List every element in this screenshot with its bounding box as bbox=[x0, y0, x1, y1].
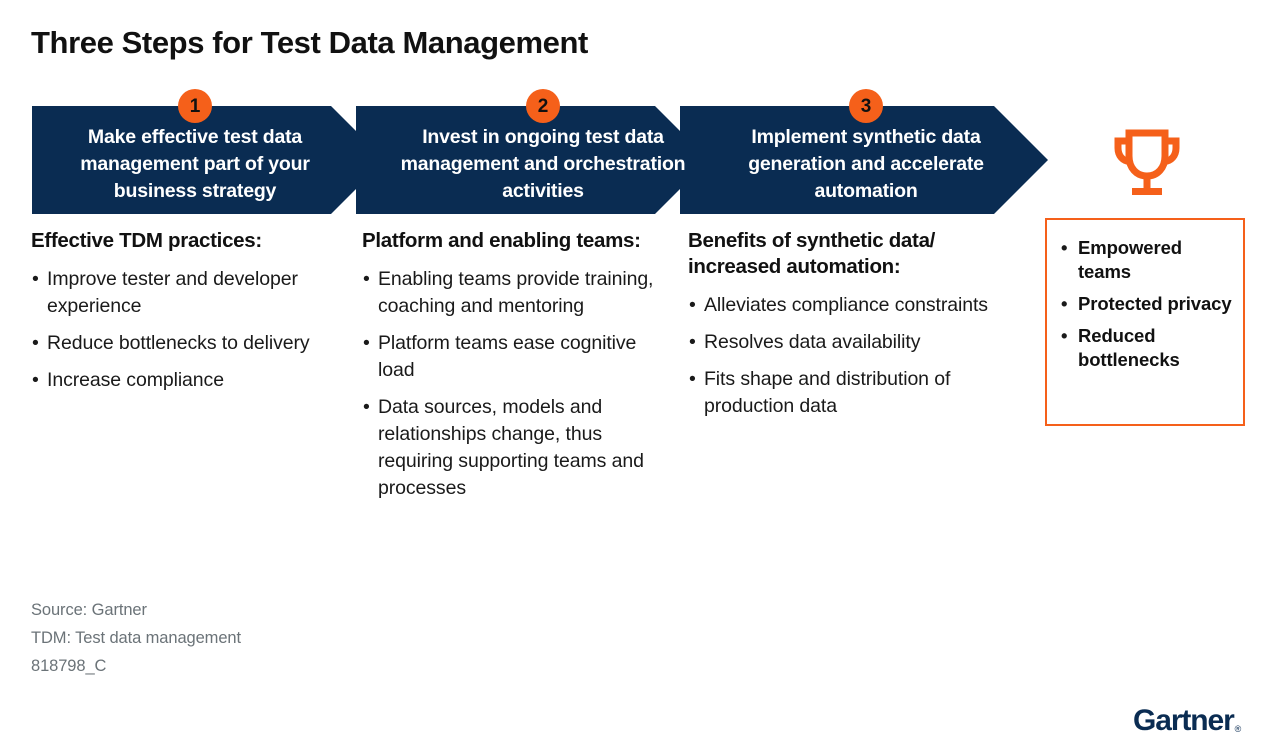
list-item: Improve tester and developer experience bbox=[31, 266, 343, 320]
footnotes: Source: Gartner TDM: Test data managemen… bbox=[31, 596, 241, 680]
column-3-bullet-list: Alleviates compliance constraints Resolv… bbox=[688, 292, 1006, 420]
outcomes-callout-box: Empowered teams Protected privacy Reduce… bbox=[1045, 218, 1245, 426]
list-item: Alleviates compliance constraints bbox=[688, 292, 1006, 319]
step-arrow-2 bbox=[356, 106, 709, 214]
process-arrow-band: Make effective test data management part… bbox=[0, 106, 1280, 214]
column-3-heading: Benefits of synthetic data/ increased au… bbox=[688, 229, 936, 278]
trophy-icon bbox=[1110, 128, 1184, 200]
column-1-heading: Effective TDM practices: bbox=[31, 229, 262, 252]
list-item: Data sources, models and relationships c… bbox=[362, 394, 662, 502]
list-item: Empowered teams bbox=[1061, 236, 1233, 284]
list-item: Reduced bottlenecks bbox=[1061, 324, 1233, 372]
detail-column-3: Benefits of synthetic data/ increased au… bbox=[688, 228, 1006, 430]
list-item: Increase compliance bbox=[31, 367, 343, 394]
registered-trademark-icon: ® bbox=[1234, 724, 1242, 734]
step-arrow-3 bbox=[680, 106, 1048, 214]
step-number-badge-2: 2 bbox=[526, 89, 560, 123]
step-label-1: Make effective test data management part… bbox=[80, 126, 310, 202]
column-2-heading: Platform and enabling teams: bbox=[362, 229, 641, 252]
footnote-document-id: 818798_C bbox=[31, 657, 107, 675]
page-title: Three Steps for Test Data Management bbox=[31, 25, 588, 60]
list-item: Fits shape and distribution of productio… bbox=[688, 366, 1006, 420]
step-label-3: Implement synthetic data generation and … bbox=[748, 126, 984, 202]
step-label-2: Invest in ongoing test data management a… bbox=[400, 126, 686, 202]
list-item: Protected privacy bbox=[1061, 292, 1233, 316]
step-arrow-1 bbox=[32, 106, 385, 214]
list-item: Enabling teams provide training, coachin… bbox=[362, 266, 662, 320]
outcomes-bullet-list: Empowered teams Protected privacy Reduce… bbox=[1061, 236, 1233, 372]
step-number-badge-3: 3 bbox=[849, 89, 883, 123]
gartner-logo: Gartner ® bbox=[1133, 706, 1241, 736]
gartner-wordmark: Gartner bbox=[1133, 704, 1235, 737]
footnote-abbreviation: TDM: Test data management bbox=[31, 629, 241, 647]
list-item: Reduce bottlenecks to delivery bbox=[31, 330, 343, 357]
step-number-badge-1: 1 bbox=[178, 89, 212, 123]
column-1-bullet-list: Improve tester and developer experience … bbox=[31, 266, 343, 394]
list-item: Platform teams ease cognitive load bbox=[362, 330, 662, 384]
list-item: Resolves data availability bbox=[688, 329, 1006, 356]
detail-column-1: Effective TDM practices: Improve tester … bbox=[31, 228, 343, 404]
detail-column-2: Platform and enabling teams: Enabling te… bbox=[362, 228, 662, 512]
column-2-bullet-list: Enabling teams provide training, coachin… bbox=[362, 266, 662, 502]
footnote-source: Source: Gartner bbox=[31, 601, 147, 619]
